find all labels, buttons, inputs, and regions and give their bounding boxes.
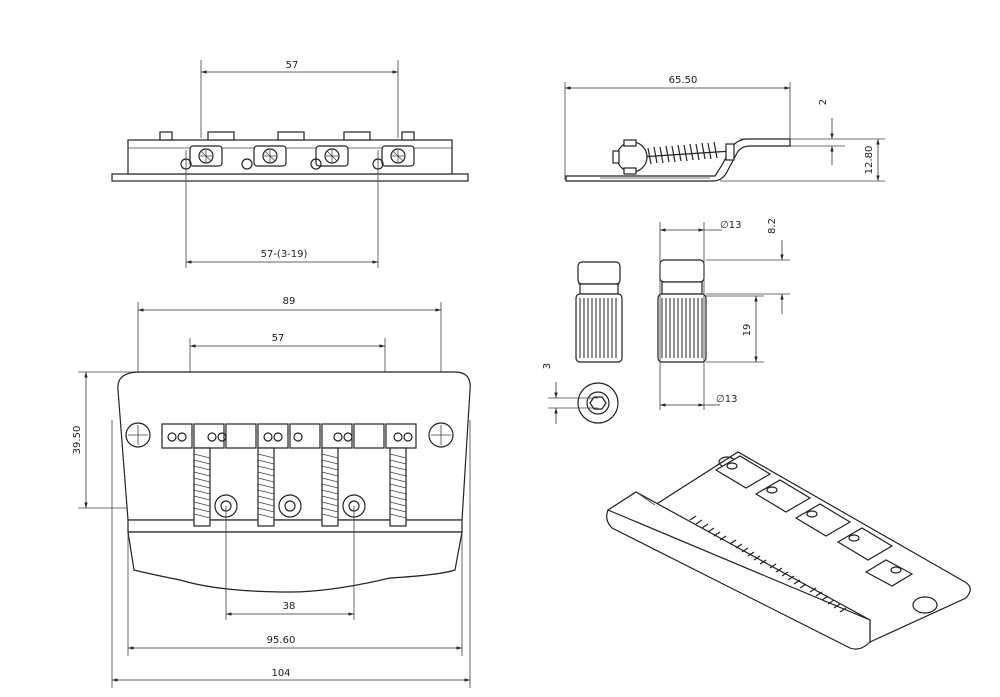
dim-top-57: 57 [286,60,299,71]
top-view-saddles [189,145,415,167]
dim-side-12-80: 12.80 [864,146,875,175]
isometric-view [606,451,971,650]
isometric-saddles [714,455,914,587]
dim-front-39-50: 39.50 [72,426,83,455]
dim-side-2: 2 [818,99,829,105]
front-view: 89 57 39.50 [72,296,471,688]
front-view-springs [193,447,407,527]
dim-side-65-50: 65.50 [669,75,698,86]
dim-top-57-range: 57-(3-19) [261,249,308,260]
dim-front-104: 104 [271,668,290,679]
dim-front-89: 89 [283,296,296,307]
front-view-saddles [161,423,417,449]
dim-barrel-19: 19 [742,324,753,337]
top-view: 57 57-(3-19) [111,60,469,268]
dim-front-95-60: 95.60 [267,635,296,646]
dim-front-38: 38 [283,601,296,612]
side-view: 65.50 2 12.80 [564,75,885,182]
dim-front-57: 57 [272,333,285,344]
dim-barrel-8-2: 8.2 [767,218,778,234]
barrel-detail: ∅13 8.2 19 ∅13 3 [542,218,790,424]
dim-barrel-d13-bottom: ∅13 [716,394,737,405]
isometric-springs [689,515,847,613]
dim-barrel-d13-top: ∅13 [720,220,741,231]
dim-hex-3: 3 [542,363,553,369]
